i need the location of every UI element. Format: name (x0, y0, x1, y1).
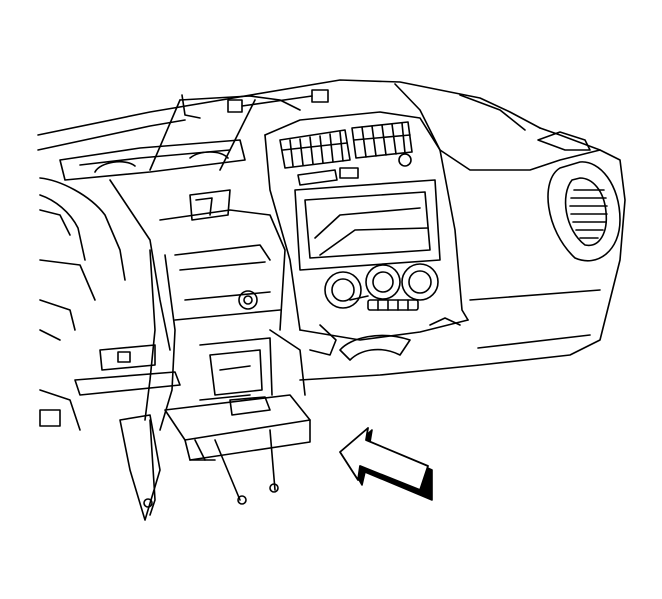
radio-opening (294, 179, 441, 271)
center-air-vents (279, 121, 413, 186)
right-air-vent (537, 131, 621, 262)
cluster-bezel (149, 89, 329, 171)
carrier-frame (74, 179, 181, 521)
center-support-bracket (159, 189, 286, 331)
left-cluster-area (39, 177, 126, 431)
defroster-trim (59, 139, 246, 181)
hvac-controls (309, 263, 461, 361)
center-stack-housing (264, 111, 469, 341)
floor-bracket (164, 329, 311, 505)
dash-top-surface (37, 79, 541, 151)
direction-arrow-icon (339, 427, 433, 501)
